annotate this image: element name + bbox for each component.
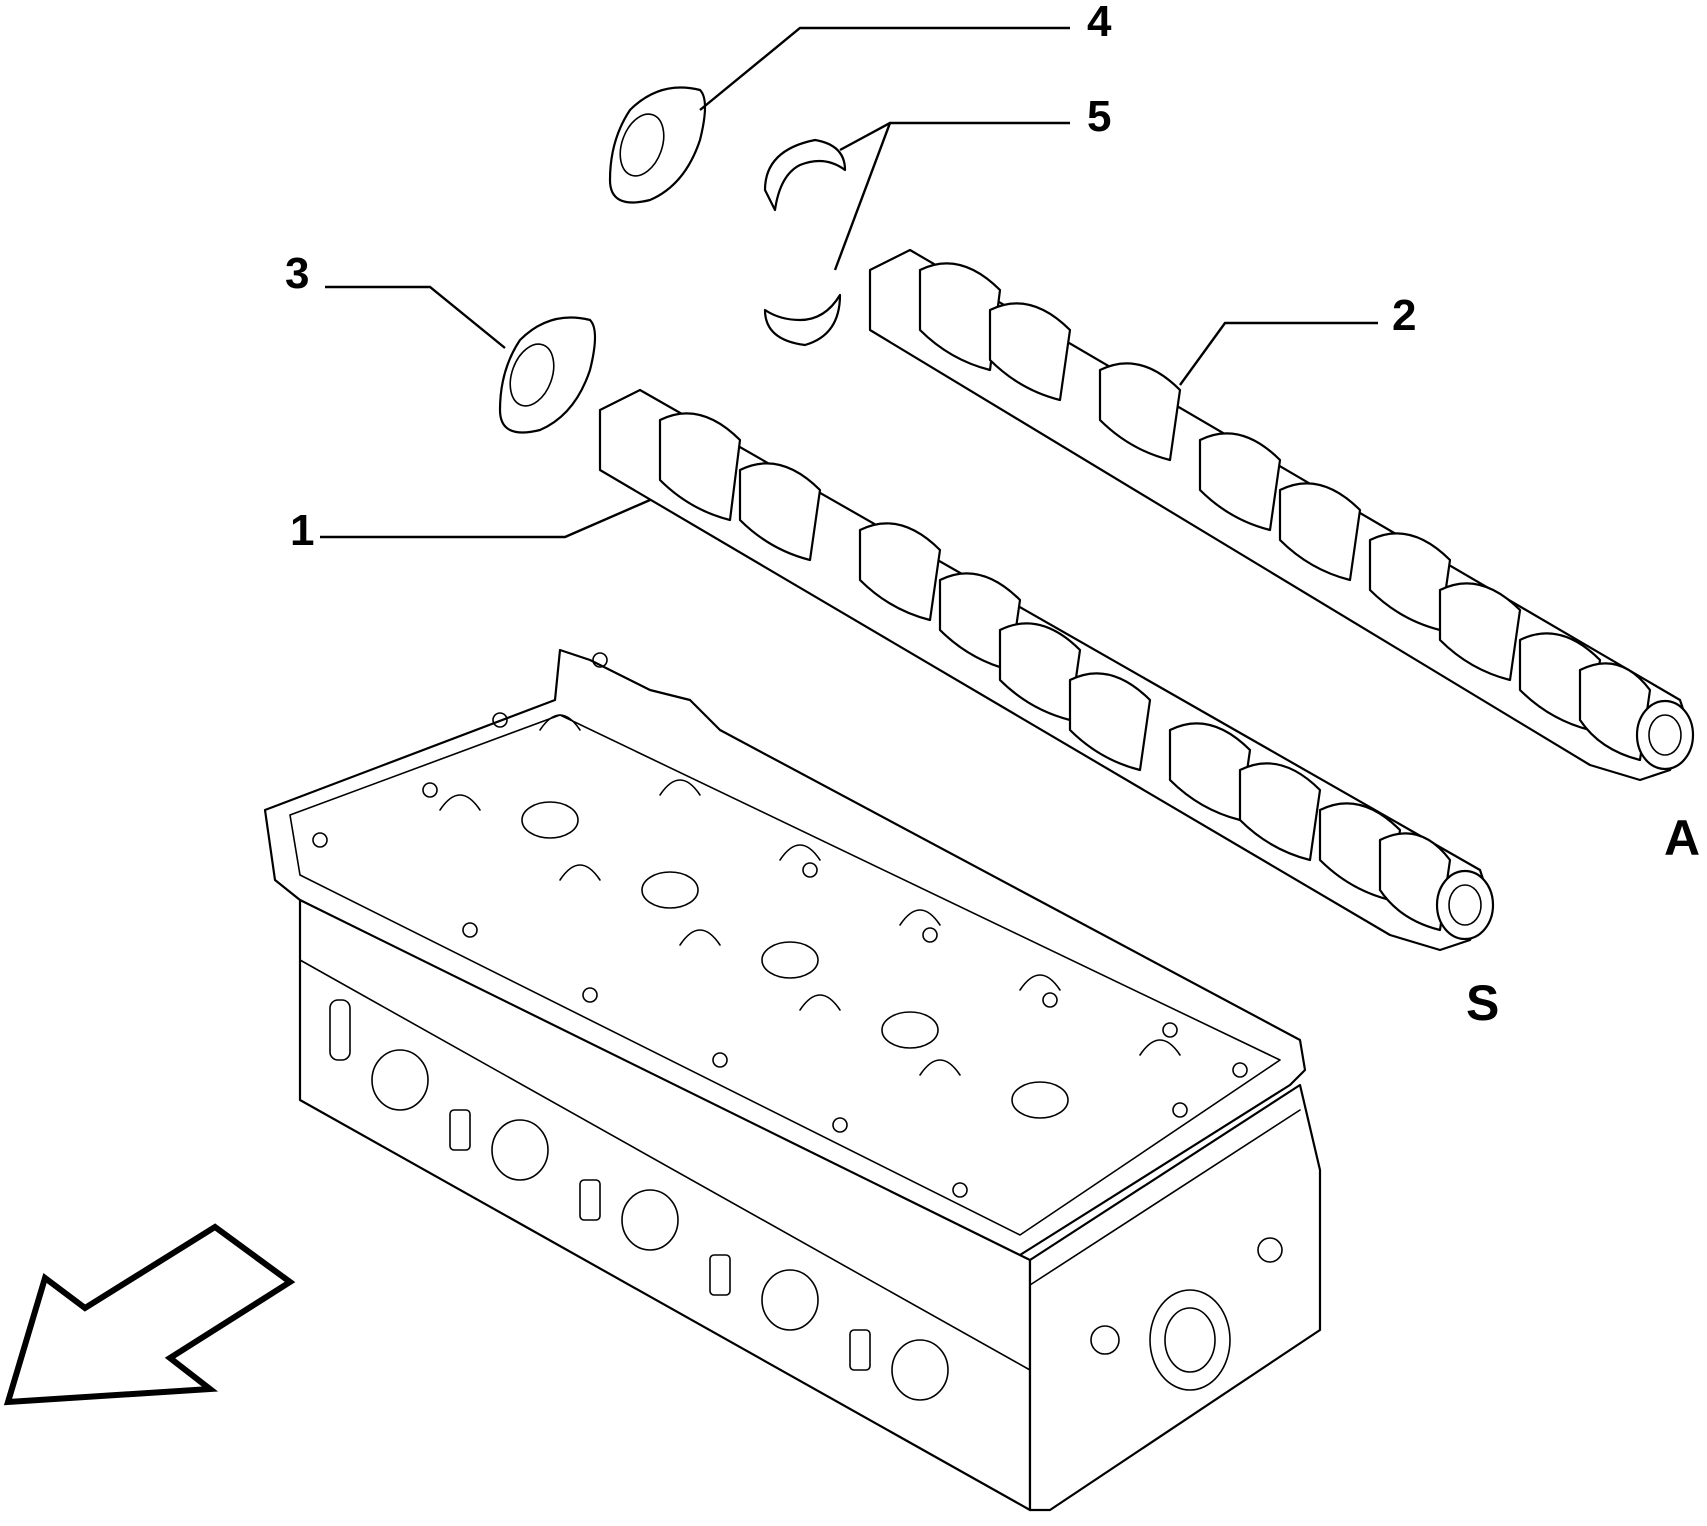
cylinder-head-icon bbox=[263, 648, 1322, 1512]
direction-arrow-icon bbox=[3, 1223, 296, 1406]
camshaft-icon bbox=[868, 248, 1695, 782]
callout-label-1: 1 bbox=[290, 506, 314, 555]
camshaft-icon bbox=[598, 388, 1495, 952]
seal-ring-icon bbox=[498, 316, 597, 434]
bearing-shell-icon bbox=[763, 138, 847, 212]
seal-ring-icon bbox=[608, 86, 707, 204]
bearing-shell-icon bbox=[763, 293, 842, 347]
exhaust-side-label: S bbox=[1466, 975, 1499, 1031]
callout-label-3: 3 bbox=[285, 249, 309, 298]
intake-side-label: A bbox=[1664, 810, 1700, 866]
callout-label-2: 2 bbox=[1392, 291, 1416, 340]
callout-label-4: 4 bbox=[1087, 0, 1112, 46]
leader-lines bbox=[320, 26, 1378, 539]
callout-label-5: 5 bbox=[1087, 92, 1111, 141]
